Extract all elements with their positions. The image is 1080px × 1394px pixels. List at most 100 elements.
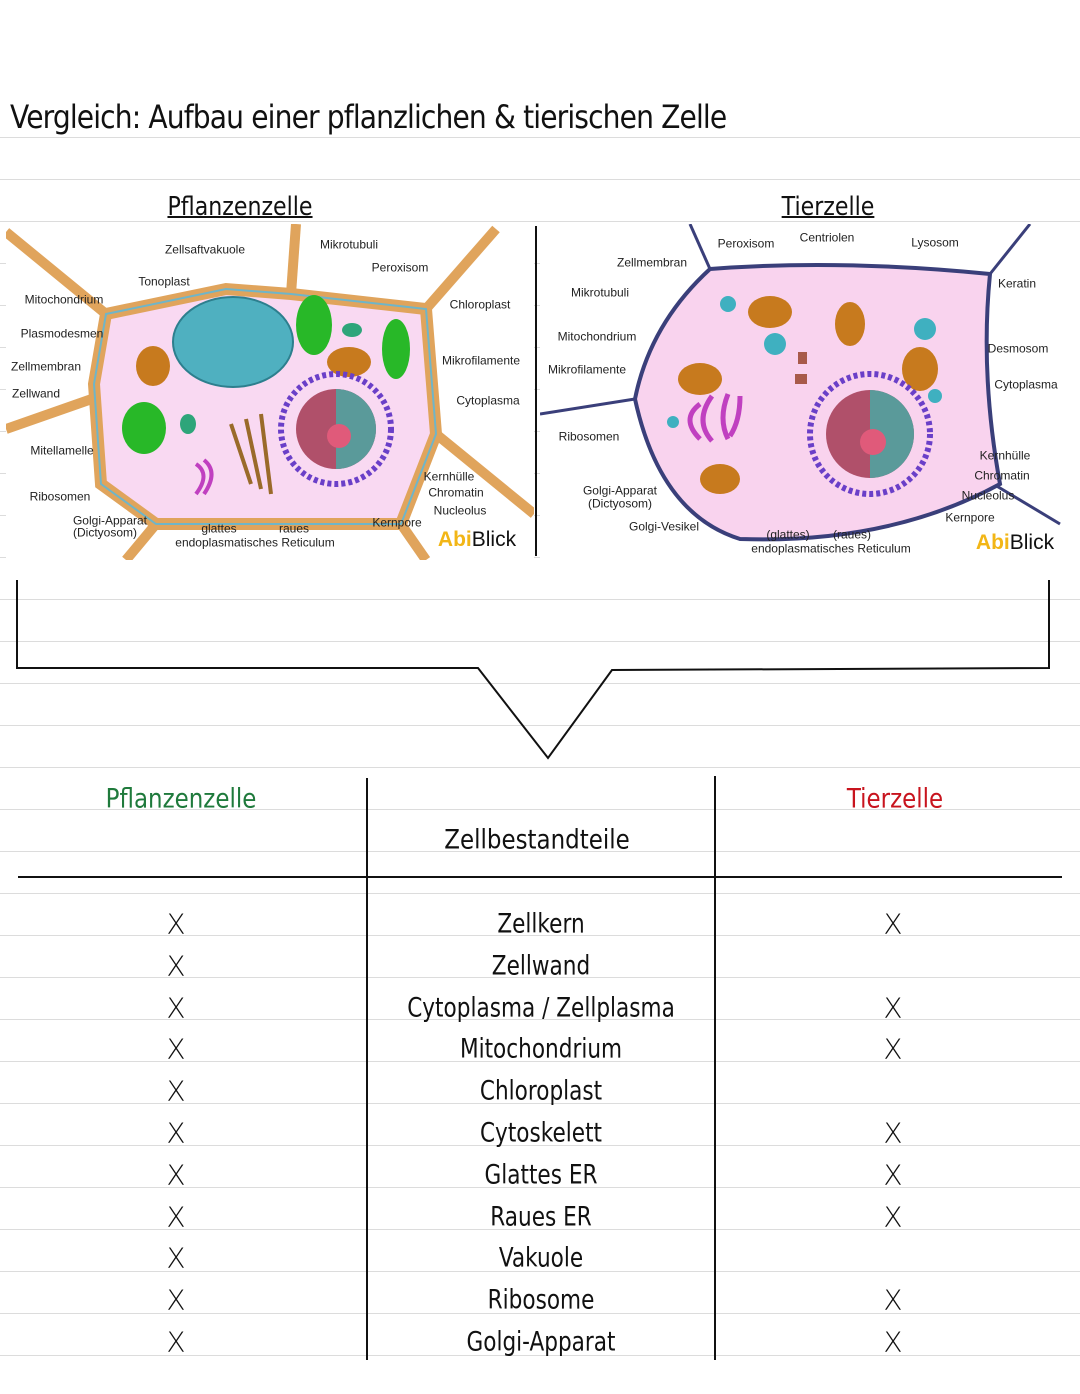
animal-mark: X	[883, 907, 903, 941]
diagram-label: endoplasmatisches Reticulum	[175, 535, 335, 550]
diagram-label: Ribosomen	[29, 489, 91, 504]
plant-mark: X	[166, 991, 186, 1025]
notebook-rule	[0, 1187, 1080, 1188]
notebook-rule	[0, 725, 1080, 726]
plant-mark: X	[166, 1032, 186, 1066]
plant-mark: X	[166, 949, 186, 983]
plant-mark: X	[166, 1158, 186, 1192]
diagram-label: Mitellamelle	[30, 443, 94, 458]
table-divider	[366, 778, 368, 1360]
logo-part: Blick	[1009, 531, 1055, 554]
plant-mark: X	[166, 907, 186, 941]
component-name: Mitochondrium	[459, 1033, 623, 1065]
abiblick-logo: AbiBlick	[976, 531, 1054, 555]
animal-mark: X	[883, 1032, 903, 1066]
plant-mark: X	[166, 1200, 186, 1234]
component-name: Cytoplasma / Zellplasma	[407, 992, 675, 1024]
diagram-label: Golgi-Apparat	[582, 483, 658, 498]
diagram-label: Peroxisom	[371, 260, 429, 275]
diagram-label: endoplasmatisches Reticulum	[751, 541, 911, 556]
plant-mark: X	[166, 1116, 186, 1150]
animal-diagram-heading: Tierzelle	[781, 192, 875, 222]
animal-mark: X	[883, 1283, 903, 1317]
diagram-label: Zellsaftvakuole	[164, 242, 246, 257]
animal-mark: X	[883, 1325, 903, 1359]
diagram-label: (Dictyosom)	[587, 496, 653, 511]
diagram-label: Peroxisom	[717, 236, 775, 251]
diagram-label: Centriolen	[799, 230, 855, 245]
plant-cell-diagram	[6, 224, 534, 560]
diagram-label: Chromatin	[974, 468, 1030, 483]
notebook-rule	[0, 767, 1080, 768]
page-title: Vergleich: Aufbau einer pflanzlichen & t…	[10, 98, 727, 136]
diagram-label: Kernpore	[945, 510, 995, 525]
diagram-label: Zellmembran	[10, 359, 82, 374]
component-name: Glattes ER	[484, 1159, 598, 1191]
diagram-label: Mitochondrium	[24, 292, 104, 307]
notebook-rule	[0, 137, 1080, 138]
diagram-label: glattes	[201, 521, 237, 536]
plant-mark: X	[166, 1283, 186, 1317]
component-name: Vakuole	[498, 1242, 584, 1274]
abiblick-logo: AbiBlick	[438, 528, 516, 552]
diagram-label: Kernpore	[372, 515, 422, 530]
animal-column-header: Tierzelle	[846, 783, 944, 815]
diagram-label: (glattes)	[766, 527, 810, 542]
notebook-rule	[0, 1019, 1080, 1020]
component-name: Zellwand	[491, 950, 591, 982]
notebook-rule	[0, 977, 1080, 978]
diagram-label: Kernhülle	[423, 469, 475, 484]
notebook-rule	[0, 893, 1080, 894]
table-divider	[714, 776, 716, 1360]
notebook-rule	[0, 1229, 1080, 1230]
notebook-rule	[0, 221, 1080, 222]
animal-mark: X	[883, 1116, 903, 1150]
table-header-line	[18, 876, 1062, 878]
diagram-label: Zellwand	[11, 386, 61, 401]
diagram-divider	[535, 226, 537, 556]
component-name: Golgi-Apparat	[466, 1326, 616, 1358]
diagram-label: (raues)	[832, 527, 872, 542]
diagram-label: Nucleolus	[433, 503, 487, 518]
diagram-label: Lysosom	[911, 235, 959, 250]
notebook-rule	[0, 1061, 1080, 1062]
notebook-rule	[0, 1355, 1080, 1356]
notebook-rule	[0, 1145, 1080, 1146]
notebook-rule	[0, 641, 1080, 642]
notebook-rule	[0, 1103, 1080, 1104]
logo-part: Abi	[437, 528, 472, 551]
animal-mark: X	[883, 991, 903, 1025]
plant-mark: X	[166, 1074, 186, 1108]
diagram-label: Mikrotubuli	[570, 285, 630, 300]
plant-mark: X	[166, 1325, 186, 1359]
diagram-label: Zellmembran	[616, 255, 688, 270]
notebook-rule	[0, 935, 1080, 936]
diagram-label: Desmosom	[987, 341, 1049, 356]
diagram-label: Golgi-Vesikel	[628, 519, 700, 534]
diagram-label: Keratin	[997, 276, 1037, 291]
diagram-label: Mikrofilamente	[547, 362, 627, 377]
diagram-label: raues	[278, 521, 310, 536]
diagram-label: Golgi-Apparat	[72, 513, 148, 528]
component-name: Cytoskelett	[479, 1117, 603, 1149]
plant-column-header: Pflanzenzelle	[105, 783, 257, 815]
components-column-header: Zellbestandteile	[444, 824, 630, 856]
plant-mark: X	[166, 1241, 186, 1275]
plant-diagram-heading: Pflanzenzelle	[167, 192, 313, 222]
bracket-arrow	[16, 580, 1050, 760]
component-name: Raues ER	[490, 1201, 592, 1233]
diagram-label: Tonoplast	[138, 274, 190, 289]
animal-mark: X	[883, 1158, 903, 1192]
notebook-rule	[0, 851, 1080, 852]
component-name: Chloroplast	[479, 1075, 603, 1107]
diagram-label: Cytoplasma	[456, 393, 520, 408]
diagram-label: Kernhülle	[979, 448, 1031, 463]
diagram-label: Mikrotubuli	[319, 237, 379, 252]
notebook-rule	[0, 809, 1080, 810]
logo-part: Abi	[975, 531, 1010, 554]
notebook-rule	[0, 1271, 1080, 1272]
notebook-rule	[0, 683, 1080, 684]
component-name: Ribosome	[487, 1284, 595, 1316]
diagram-label: Plasmodesmen	[20, 326, 104, 341]
diagram-label: Chloroplast	[449, 297, 511, 312]
